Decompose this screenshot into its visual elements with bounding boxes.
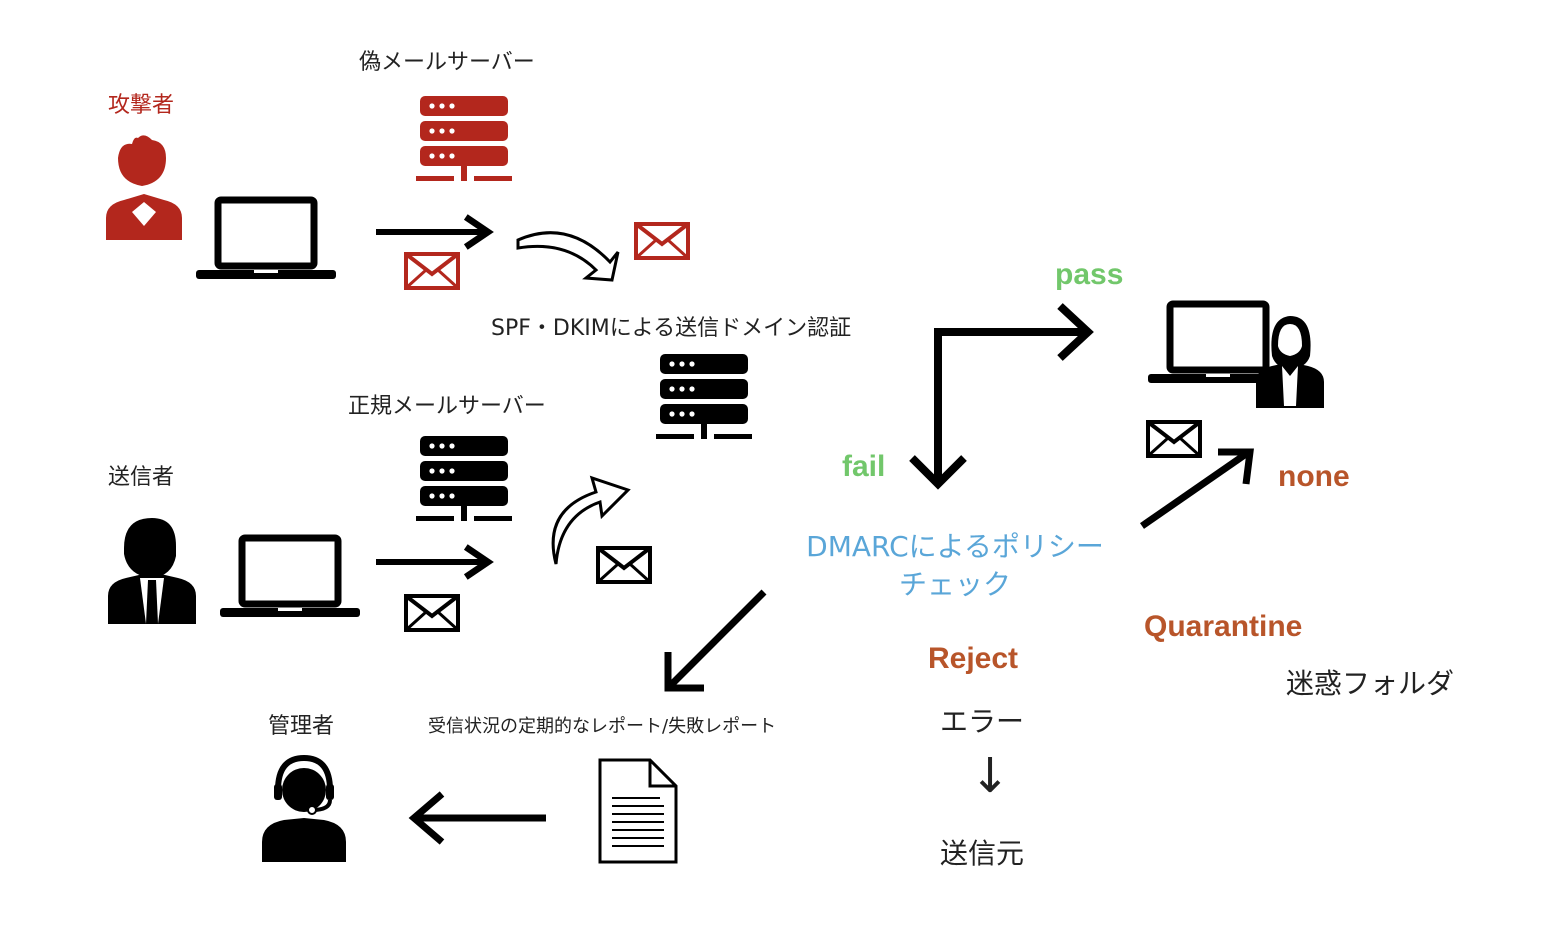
pass-arrowhead (1057, 303, 1094, 361)
none-arrow (1140, 451, 1248, 529)
admin-label: 管理者 (268, 714, 335, 739)
sender-label: 送信者 (108, 465, 175, 490)
dmarc-label-line1: DMARCによるポリシー (806, 530, 1104, 563)
dmarc-label: DMARCによるポリシー チェック (770, 528, 1140, 604)
recipient-person-icon (1256, 316, 1324, 408)
auth-server-label: SPF・DKIMによる送信ドメイン認証 (491, 316, 852, 341)
reject-label: Reject (928, 642, 1019, 675)
admin-arrowhead (408, 791, 445, 845)
dmarc-label-line2: チェック (898, 567, 1011, 601)
spam-folder-label: 迷惑フォルダ (1286, 667, 1455, 700)
attacker-label: 攻撃者 (108, 93, 175, 118)
legit-forward-arrow (551, 475, 631, 565)
fake-server-label: 偽メールサーバー (359, 50, 535, 75)
fake-mail-icon (634, 222, 690, 260)
fake-server-icon (416, 96, 512, 181)
error-label: エラー (940, 705, 1025, 738)
sender-mail-icon (404, 594, 460, 632)
quarantine-label: Quarantine (1144, 610, 1303, 643)
attacker-laptop-icon (196, 200, 336, 279)
origin-label: 送信元 (940, 837, 1025, 870)
recipient-mail-icon (1146, 420, 1202, 458)
pass-label: pass (1055, 258, 1124, 291)
sender-person-icon (108, 518, 196, 624)
report-document-icon (598, 758, 678, 864)
admin-headset-icon (262, 754, 346, 862)
fake-forward-arrow (516, 231, 620, 282)
down-arrow-glyph: ↓ (970, 748, 1011, 804)
report-arrow (667, 589, 767, 689)
none-label: none (1278, 460, 1350, 493)
pass-fail-connector (934, 328, 1086, 482)
report-label: 受信状況の定期的なレポート/失敗レポート (428, 716, 777, 737)
fail-arrowhead (909, 455, 967, 490)
attacker-mail-icon (404, 252, 460, 290)
legit-mail-icon (596, 546, 652, 584)
legit-server-icon (416, 436, 512, 521)
auth-server-icon (656, 354, 752, 439)
legit-server-label: 正規メールサーバー (348, 394, 546, 419)
sender-laptop-icon (220, 538, 360, 617)
fail-label: fail (842, 450, 886, 483)
report-arrowhead (664, 652, 704, 692)
none-arrowhead (1218, 448, 1254, 485)
attacker-person-icon (106, 135, 182, 240)
